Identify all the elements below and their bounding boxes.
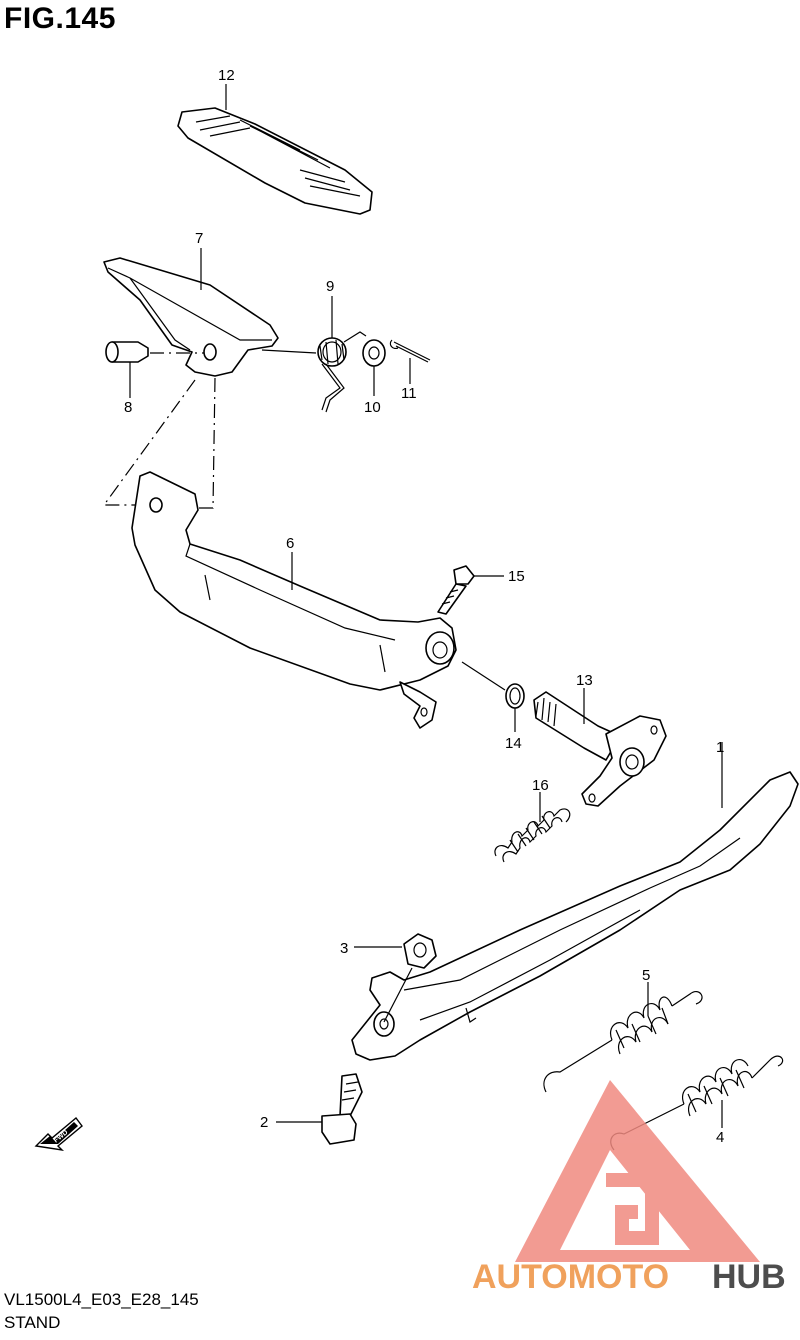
figure-title: FIG.145 — [4, 2, 116, 35]
part-9-return-spring[interactable] — [317, 331, 367, 413]
callout-6: 6 — [286, 535, 294, 552]
part-13-shaft-lever[interactable] — [533, 691, 667, 807]
watermark-text-automoto: AUTOMOTO — [472, 1258, 669, 1296]
part-15-bolt[interactable] — [437, 565, 475, 615]
callout-16: 16 — [532, 777, 549, 794]
callout-4: 4 — [716, 1129, 724, 1146]
callout-1: 1 — [716, 739, 724, 756]
fwd-arrow-icon: FWD — [34, 1116, 83, 1152]
callout-12: 12 — [218, 67, 235, 84]
callout-9: 9 — [326, 278, 334, 295]
figure-code: VL1500L4_E03_E28_145 — [4, 1290, 199, 1309]
part-16-spring[interactable] — [494, 808, 571, 863]
part-5-spring[interactable] — [543, 991, 703, 1093]
part-2-pivot-bolt[interactable] — [321, 1073, 363, 1145]
callout-14: 14 — [505, 735, 522, 752]
part-10-washer[interactable] — [362, 339, 386, 367]
callout-11: 11 — [401, 385, 417, 402]
part-6-bracket-arm[interactable] — [131, 471, 457, 729]
part-3-nut[interactable] — [403, 933, 437, 969]
figure-name: STAND — [4, 1313, 61, 1332]
part-7-pedal-plate[interactable] — [103, 257, 279, 377]
callout-15: 15 — [508, 568, 525, 585]
callout-13: 13 — [576, 672, 593, 689]
callout-5: 5 — [642, 967, 650, 984]
callout-8: 8 — [124, 399, 132, 416]
part-12-footrest-rubber[interactable] — [177, 107, 373, 215]
part-8-pin[interactable] — [105, 341, 149, 363]
callout-7: 7 — [195, 230, 203, 247]
callout-10: 10 — [364, 399, 381, 416]
part-1-side-stand[interactable] — [351, 771, 799, 1061]
part-14-o-ring[interactable] — [505, 683, 525, 709]
callout-2: 2 — [260, 1114, 268, 1131]
watermark-text-hub: HUB — [712, 1258, 786, 1296]
watermark-logo — [515, 1080, 760, 1262]
part-11-cotter-pin[interactable] — [389, 339, 431, 363]
callout-3: 3 — [340, 940, 348, 957]
